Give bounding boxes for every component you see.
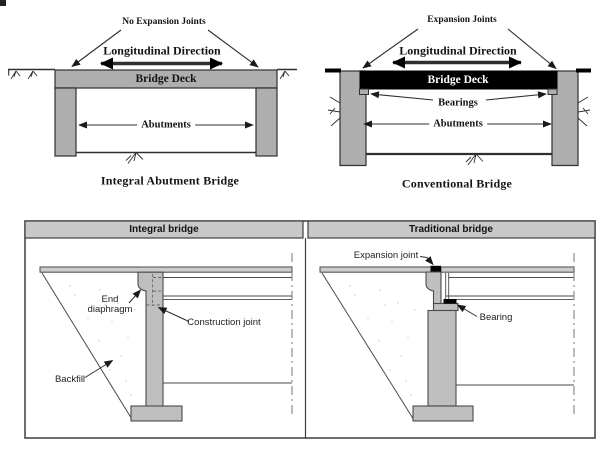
abutment-left xyxy=(54,87,77,157)
abutments-label: Abutments xyxy=(137,119,195,131)
end-diaphragm-line2: diaphragm xyxy=(87,304,133,315)
bearing-leader xyxy=(456,304,478,317)
ground-bar-left xyxy=(325,68,341,73)
abutments-label: Abutments xyxy=(429,118,487,130)
soil-hatch xyxy=(10,70,21,80)
ground-bar-right xyxy=(576,68,591,73)
bearing-label: Bearing xyxy=(479,312,513,324)
traditional-bridge-section xyxy=(319,253,575,422)
no-expansion-joints-label: No Expansion Joints xyxy=(122,17,206,28)
integral-bridge-caption: Integral Abutment Bridge xyxy=(100,173,240,188)
outer-frame xyxy=(24,220,596,439)
integral-abutment-bridge-diagram xyxy=(8,29,297,164)
backfill-slope xyxy=(321,272,414,419)
soil-hatch xyxy=(125,152,144,164)
expansion-joints-label: Expansion Joints xyxy=(427,15,497,26)
longitudinal-direction-label: Longitudinal Direction xyxy=(103,43,221,58)
pointer-arrow xyxy=(71,29,122,68)
abutment-right xyxy=(255,87,278,157)
soil-hatch xyxy=(279,70,290,80)
header-cell-right xyxy=(307,220,596,239)
end-diaphragm-label: End diaphragm xyxy=(88,295,133,315)
bearing-right xyxy=(547,88,558,95)
construction-joint-label: Construction joint xyxy=(187,317,261,329)
pointer-arrow xyxy=(362,28,419,69)
footing xyxy=(412,405,474,422)
expansion-joint-mark xyxy=(430,265,441,273)
bridge-deck-label: Bridge Deck xyxy=(427,73,489,86)
construction-joint-leader xyxy=(157,307,190,322)
bridge-deck xyxy=(54,69,278,89)
deck-slab xyxy=(39,266,293,273)
backfill-label: Backfill xyxy=(54,374,86,386)
abutment-stem xyxy=(427,309,457,407)
backfill-texture xyxy=(349,285,416,396)
corner-mark xyxy=(0,0,6,6)
construction-joint-dashes xyxy=(146,274,163,306)
backfill-leader xyxy=(84,360,114,378)
soil-hatch xyxy=(465,153,484,166)
pointer-arrow xyxy=(207,29,259,68)
bridge-deck-label: Bridge Deck xyxy=(135,72,197,85)
end-diaphragm-line1: End xyxy=(101,294,119,306)
deck-slab xyxy=(440,266,575,273)
end-diaphragm-leader xyxy=(128,289,142,304)
soil-hatch xyxy=(27,70,38,80)
corbel-ledge xyxy=(432,302,459,312)
longitudinal-direction-label: Longitudinal Direction xyxy=(399,43,517,58)
conventional-bridge-caption: Conventional Bridge xyxy=(401,176,513,191)
conventional-bridge-diagram xyxy=(325,28,591,167)
bearing-left xyxy=(359,88,369,95)
soil-hatch xyxy=(327,96,341,127)
soil-hatch xyxy=(577,96,591,127)
bearings-label: Bearings xyxy=(434,97,482,109)
header-cell-left xyxy=(24,220,304,239)
integral-bridge-section xyxy=(39,253,293,422)
traditional-bridge-header: Traditional bridge xyxy=(409,223,493,235)
footing xyxy=(130,405,183,422)
backfill-texture xyxy=(69,285,136,396)
expansion-joint-leader xyxy=(419,256,434,266)
bearing-leader xyxy=(485,91,547,101)
backfill-slope xyxy=(41,272,132,419)
bottom-panel-frame xyxy=(24,220,596,439)
approach-slab xyxy=(319,266,432,273)
bearing-leader xyxy=(370,91,434,101)
expansion-joint-label: Expansion joint xyxy=(353,250,419,262)
pointer-arrow xyxy=(507,28,557,70)
bridge-deck xyxy=(359,70,558,90)
bearing-pad xyxy=(443,299,457,304)
integral-bridge-header: Integral bridge xyxy=(129,223,199,235)
